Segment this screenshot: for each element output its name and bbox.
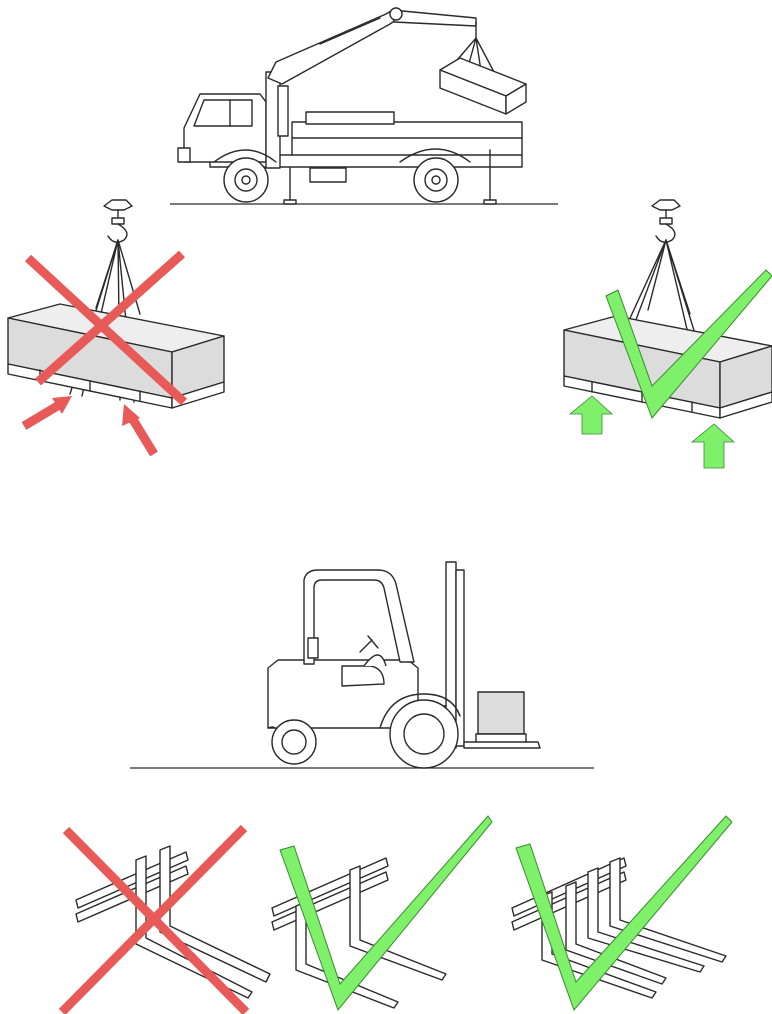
- forklift-illustration: [128, 556, 598, 776]
- truck-fuel-tank: [310, 168, 346, 182]
- crane-truck-icon: [170, 0, 560, 210]
- crane-lift-wrong-illustration: [0, 196, 230, 460]
- truck-flatbed: [292, 122, 522, 156]
- forklift-icon: [128, 556, 598, 776]
- forklift-seat: [342, 666, 384, 686]
- crane-hook-icon: [104, 200, 132, 242]
- crane-boom: [268, 8, 402, 84]
- wrong-sling-arrow-left: [24, 396, 72, 426]
- truck-window: [194, 100, 252, 126]
- forklift-load-box: [478, 692, 524, 734]
- forklift-overhead-guard: [304, 570, 414, 664]
- crane-jib: [392, 10, 476, 26]
- crane-hook-icon: [652, 200, 680, 242]
- red-x-icon: [62, 828, 246, 1012]
- wrong-sling-arrow-right: [122, 404, 154, 454]
- forklift-mast-outer: [456, 570, 464, 746]
- forks-correct-wide-illustration: [266, 814, 496, 1014]
- forks-correct-extended-illustration: [506, 814, 746, 1014]
- correct-lift-arrow-right: [692, 424, 734, 468]
- forks-wrong-illustration: [56, 822, 276, 1014]
- truck-cargo: [306, 112, 394, 124]
- crane-lift-correct-illustration: [556, 196, 772, 480]
- green-check-icon: [280, 816, 492, 1010]
- forklift-fork: [464, 742, 540, 748]
- crane-truck-illustration: [170, 0, 560, 210]
- correct-lift-arrow-left: [570, 396, 612, 434]
